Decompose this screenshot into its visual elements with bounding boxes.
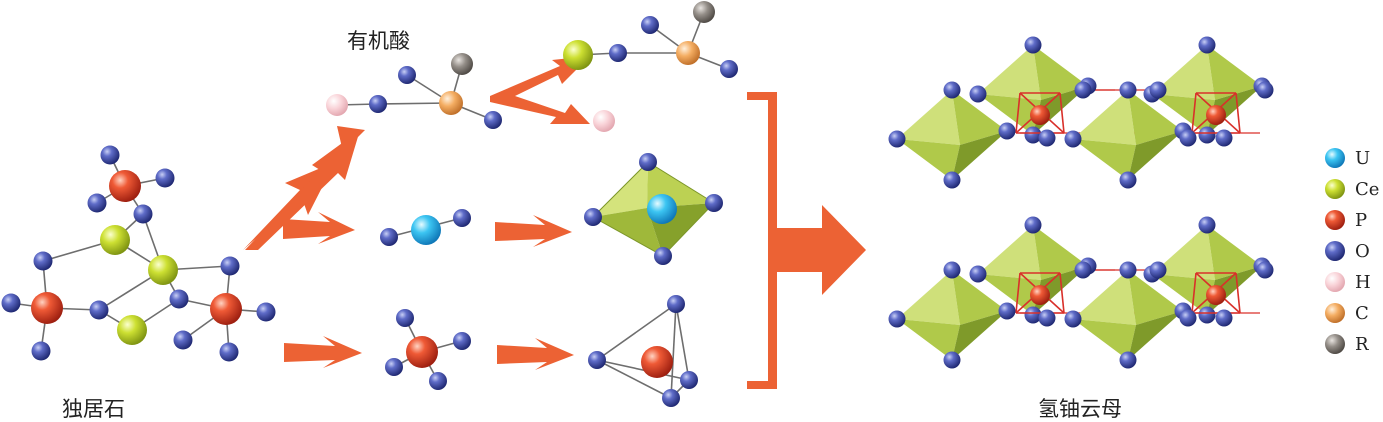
organic-acid-label: 有机酸 xyxy=(347,29,410,53)
legend-swatch xyxy=(1325,303,1345,323)
dissociation-arrow xyxy=(490,56,590,124)
hydrogen-uranium-mica-structure xyxy=(888,36,1274,369)
phosphate-tetrahedron xyxy=(588,295,698,407)
legend-item-r: R xyxy=(1325,334,1369,355)
legend-label: P xyxy=(1355,210,1367,231)
legend-swatch xyxy=(1325,210,1345,230)
arrow-to-tetrahedron xyxy=(497,338,574,370)
legend-label: H xyxy=(1355,272,1371,293)
legend-label: O xyxy=(1355,241,1370,262)
legend-label: Ce xyxy=(1355,179,1379,200)
legend-swatch xyxy=(1325,334,1345,354)
arrow-to-phosphate xyxy=(284,336,362,368)
arrow-to-octahedron xyxy=(495,215,572,247)
monazite-label: 独居石 xyxy=(62,397,125,421)
legend-item-o: O xyxy=(1325,241,1370,262)
arrow-to-uranyl xyxy=(283,212,355,244)
legend-label: C xyxy=(1355,303,1369,324)
combine-bracket xyxy=(747,92,866,389)
uranyl-ion xyxy=(380,209,471,246)
mica-layer-1 xyxy=(888,36,1274,189)
phosphate-ion xyxy=(385,309,471,390)
legend-swatch xyxy=(1325,241,1345,261)
legend-swatch xyxy=(1325,272,1345,292)
legend-item-ce: Ce xyxy=(1325,179,1379,200)
legend-label: R xyxy=(1355,334,1369,355)
legend-item-h: H xyxy=(1325,272,1371,293)
mica-label: 氢铀云母 xyxy=(1038,397,1122,421)
legend-swatch xyxy=(1325,179,1345,199)
mica-layer-2 xyxy=(888,216,1274,369)
legend-item-p: P xyxy=(1325,210,1367,231)
legend-label: U xyxy=(1355,148,1370,169)
uranyl-octahedron xyxy=(584,153,723,265)
arrows-left xyxy=(243,126,365,368)
legend-swatch xyxy=(1325,148,1345,168)
legend-item-u: U xyxy=(1325,148,1370,169)
monazite-atoms xyxy=(1,145,276,362)
big-arrow xyxy=(777,205,866,295)
legend-item-c: C xyxy=(1325,303,1369,324)
